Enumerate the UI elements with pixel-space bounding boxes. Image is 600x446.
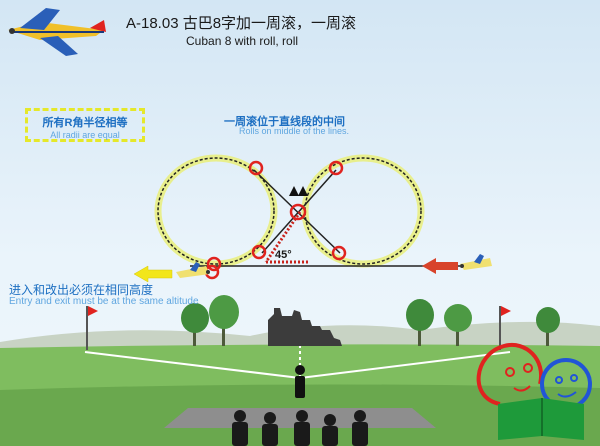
diagonal-line-down [253, 169, 341, 254]
aerobatic-plane-icon [176, 262, 210, 278]
arrow-up-icon [298, 186, 308, 196]
cartoon-face-icon [476, 342, 592, 440]
equal-radii-note: 所有R角半径相等 All radii are equal [25, 108, 145, 142]
audience-silhouettes [232, 410, 368, 446]
roll-marker [248, 160, 264, 176]
roll-marker [289, 203, 307, 221]
arrow-up-icon [289, 186, 299, 196]
judge-line-left [84, 351, 301, 379]
exit-arrow-icon [133, 265, 173, 283]
aerobatic-plane-icon [460, 254, 492, 270]
page-title: A-18.03 古巴8字加一周滚，一周滚 [126, 15, 357, 32]
aerobatic-plane-icon [8, 8, 106, 56]
left-loop-path [157, 157, 275, 265]
castle-ruin-icon [268, 308, 342, 346]
roll-position-note-zh: 一周滚位于直线段的中间 [224, 116, 345, 128]
judge-silhouette-icon [295, 365, 305, 398]
red-flag-icon [499, 306, 511, 350]
page-subtitle: Cuban 8 with roll, roll [186, 34, 299, 48]
equal-radii-note-zh: 所有R角半径相等 [42, 117, 128, 129]
entry-arrow-icon [422, 258, 458, 274]
altitude-note-zh: 进入和改出必须在相同高度 [9, 283, 154, 297]
right-loop-path [304, 157, 422, 265]
angle-label: 45° [275, 249, 292, 261]
roll-marker [206, 256, 222, 272]
equal-radii-note-en: All radii are equal [50, 130, 120, 140]
roll-marker [331, 245, 347, 261]
tree-icon [181, 295, 239, 346]
roll-marker [328, 160, 344, 176]
altitude-note-en: Entry and exit must be at the same altit… [9, 296, 199, 307]
judge-line-right [299, 351, 511, 379]
red-flag-icon [86, 306, 98, 350]
tree-icon [406, 299, 560, 346]
roll-position-note-en: Rolls on middle of the lines. [239, 126, 350, 136]
roll-marker [251, 244, 267, 260]
